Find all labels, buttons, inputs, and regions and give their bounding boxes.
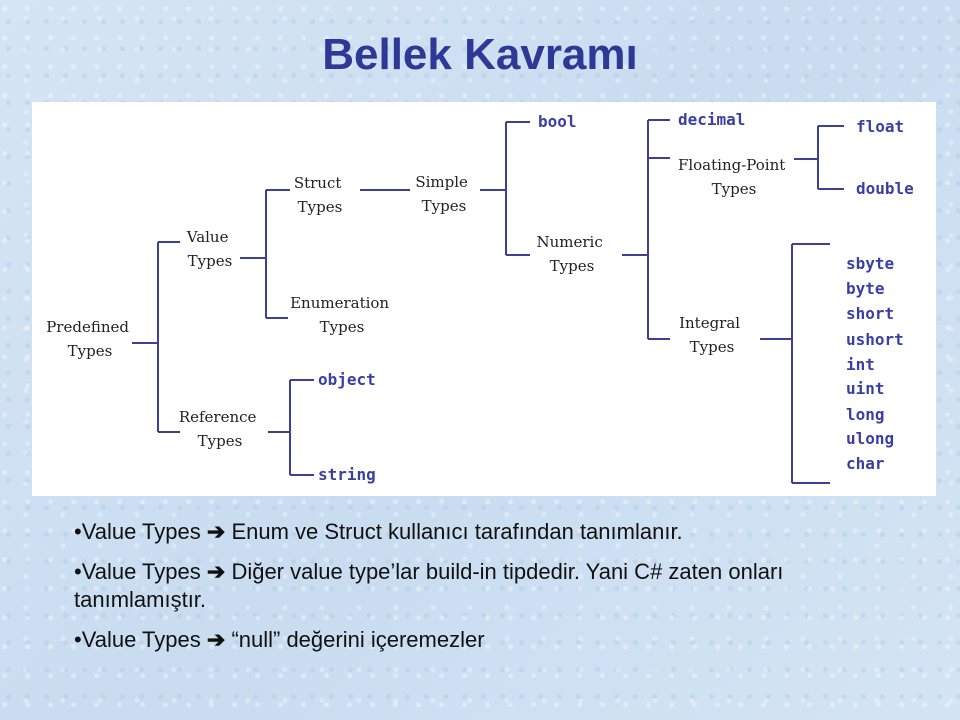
integral-type-list: sbyte byte short ushort int uint long ul… (846, 254, 904, 473)
node-integral-types: Integral Types (679, 314, 745, 356)
node-floating-point-types: Floating-Point Types (678, 156, 790, 198)
slide-title: Bellek Kavramı (322, 30, 638, 79)
right-arrow-icon: ➔ (206, 519, 226, 544)
keyword-sbyte: sbyte (846, 254, 894, 273)
bullet-text: Diğer value type’lar build-in tipdedir. … (74, 559, 784, 612)
keyword-ushort: ushort (846, 330, 904, 349)
bullet-subject: Value Types (81, 627, 201, 652)
keyword-uint: uint (846, 379, 885, 398)
keyword-bool: bool (538, 112, 577, 131)
keyword-object: object (318, 370, 376, 389)
type-tree-svg: Predefined Types Value Types Reference T… (46, 110, 914, 484)
keyword-char: char (846, 454, 885, 473)
node-simple-types: Simple Types (415, 173, 472, 215)
bullet-marker: • (74, 559, 82, 584)
keyword-double: double (856, 179, 914, 198)
bullet-list: •Value Types ➔ Enum ve Struct kullanıcı … (74, 518, 914, 666)
node-predefined-types: Predefined Types (46, 318, 134, 360)
node-enumeration-types: Enumeration Types (290, 294, 394, 336)
node-struct-types: Struct Types (294, 174, 346, 216)
keyword-ulong: ulong (846, 429, 894, 448)
bullet-text: Enum ve Struct kullanıcı tarafından tanı… (231, 519, 683, 544)
right-arrow-icon: ➔ (206, 627, 226, 652)
bullet-item: •Value Types ➔ “null” değerini içeremezl… (74, 626, 914, 654)
bullet-text: “null” değerini içeremezler (231, 627, 485, 652)
bullet-item: •Value Types ➔ Enum ve Struct kullanıcı … (74, 518, 914, 546)
keyword-float: float (856, 117, 904, 136)
bullet-item: •Value Types ➔ Diğer value type’lar buil… (74, 558, 914, 614)
node-value-types: Value Types (186, 228, 234, 270)
bullet-subject: Value Types (81, 519, 201, 544)
keyword-short: short (846, 304, 894, 323)
keyword-byte: byte (846, 279, 885, 298)
bullet-marker: • (74, 519, 82, 544)
keyword-string: string (318, 465, 376, 484)
right-arrow-icon: ➔ (206, 559, 226, 584)
keyword-int: int (846, 355, 875, 374)
keyword-decimal: decimal (678, 110, 745, 129)
tree-connectors (132, 119, 844, 484)
bullet-subject: Value Types (81, 559, 201, 584)
bullet-marker: • (74, 627, 82, 652)
node-reference-types: Reference Types (179, 408, 261, 450)
node-numeric-types: Numeric Types (536, 233, 607, 275)
type-hierarchy-diagram: Predefined Types Value Types Reference T… (32, 102, 936, 496)
keyword-long: long (846, 405, 885, 424)
